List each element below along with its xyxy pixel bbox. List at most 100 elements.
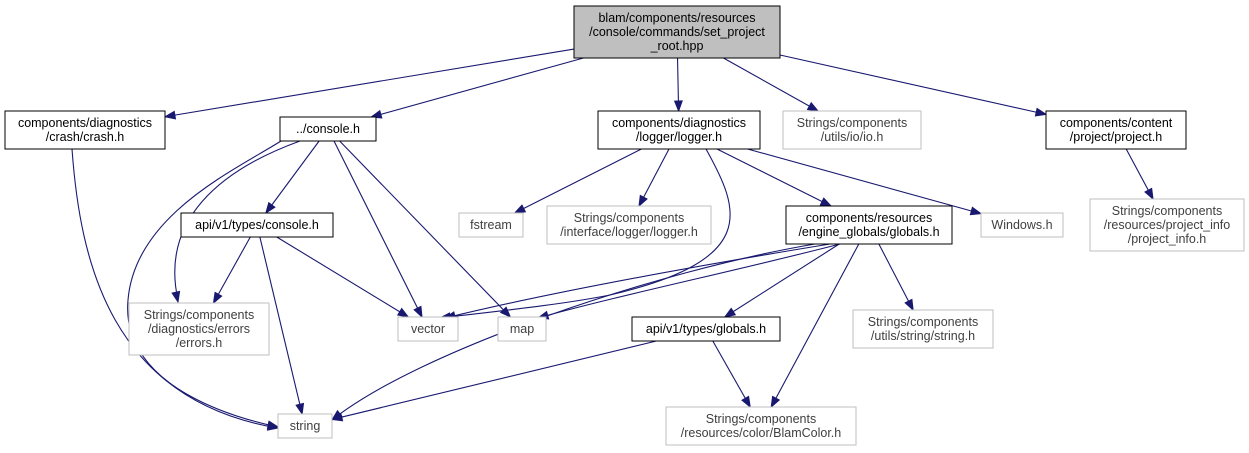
node-label-line: vector	[411, 322, 445, 336]
node-label-line: /utils/io/io.h	[821, 130, 884, 144]
node-box	[573, 5, 781, 59]
node-label-line: fstream	[470, 218, 512, 232]
node-label-line: components/resources	[806, 211, 932, 225]
edge-root-to-crash	[163, 48, 575, 120]
edge-types_globals-to-blamcolor	[712, 340, 751, 409]
node-label-line: components/diagnostics	[18, 116, 152, 130]
node-console[interactable]: ../console.h	[279, 116, 377, 142]
edge-line	[333, 140, 423, 318]
node-box	[852, 309, 994, 349]
arrowhead-icon	[499, 306, 512, 319]
node-blamcolor: Strings/components/resources/color/BlamC…	[665, 406, 857, 446]
node-label-line: /project_info.h	[1128, 232, 1207, 246]
node-box	[597, 110, 761, 150]
node-iface-logger: Strings/components/interface/logger/logg…	[546, 205, 712, 245]
edge-logger-to-windows	[747, 148, 983, 216]
node-label-line: /interface/logger/logger.h	[560, 225, 698, 239]
node-label-line: string	[290, 419, 321, 433]
edge-logger-to-globals	[716, 148, 833, 207]
edge-line	[276, 236, 409, 318]
node-label-line: /diagnostics/errors	[148, 322, 250, 336]
edge-globals-to-map	[536, 243, 841, 320]
arrowhead-icon	[1144, 187, 1154, 201]
edge-root-to-logger	[673, 57, 683, 113]
arrowhead-icon	[266, 420, 280, 430]
arrowhead-icon	[171, 290, 181, 304]
edge-line	[537, 243, 841, 319]
edge-console-to-vector	[333, 140, 423, 319]
edge-console-to-string	[127, 140, 282, 430]
edge-line	[514, 148, 642, 214]
node-box	[180, 212, 334, 238]
edge-line	[331, 243, 816, 421]
node-label-line: _root.hpp	[650, 39, 704, 53]
node-box	[665, 406, 857, 446]
node-root[interactable]: blam/components/resources/console/comman…	[573, 5, 781, 59]
edge-types_console-to-vector	[276, 236, 410, 318]
node-box	[497, 316, 547, 342]
node-label-line: /logger/logger.h	[636, 130, 722, 144]
arrowhead-icon	[638, 194, 648, 208]
arrowhead-icon	[819, 197, 833, 207]
node-label-line: Strings/components	[1112, 204, 1222, 218]
arrowhead-icon	[163, 110, 177, 120]
node-label-line: /resources/color/BlamColor.h	[681, 426, 842, 440]
arrowhead-icon	[369, 109, 383, 119]
node-box	[279, 116, 377, 142]
node-box	[458, 212, 524, 238]
arrowhead-icon	[673, 100, 683, 113]
node-label-line: map	[510, 322, 534, 336]
node-label-line: /console/commands/set_project	[589, 25, 765, 39]
edge-line	[724, 243, 840, 318]
node-errors: Strings/components/diagnostics/errors/er…	[128, 302, 270, 356]
node-label-line: Strings/components	[797, 116, 907, 130]
arrowhead-icon	[212, 291, 223, 305]
arrowhead-icon	[413, 305, 423, 319]
edge-line	[878, 243, 914, 311]
arrowhead-icon	[741, 395, 751, 409]
edge-line	[174, 140, 301, 301]
node-label-line: ../console.h	[296, 122, 360, 136]
edge-globals-to-vector	[443, 243, 831, 320]
node-label-line: /resources/project_info	[1104, 218, 1231, 232]
edge-line	[265, 140, 320, 214]
node-box	[4, 110, 166, 150]
edge-globals-to-types_globals	[723, 243, 840, 318]
edge-line	[779, 54, 1047, 115]
arrowhead-icon	[770, 395, 781, 409]
edges-layer	[71, 48, 1154, 431]
edge-line	[770, 243, 860, 408]
node-label-line: /engine_globals/globals.h	[798, 225, 939, 239]
node-label-line: /errors.h	[176, 336, 223, 350]
edge-root-to-console	[369, 57, 584, 119]
node-project[interactable]: components/content/project/project.h	[1045, 110, 1187, 150]
node-project-info: Strings/components/resources/project_inf…	[1089, 198, 1245, 252]
edge-globals-to-strutil	[878, 243, 914, 312]
node-box	[397, 316, 459, 342]
arrowhead-icon	[513, 204, 527, 214]
node-label-line: Strings/components	[144, 308, 254, 322]
node-io: Strings/components/utils/io/io.h	[782, 110, 922, 150]
edge-line	[339, 140, 511, 318]
edge-line	[444, 243, 831, 319]
node-windows: Windows.h	[980, 212, 1064, 238]
node-globals[interactable]: components/resources/engine_globals/glob…	[785, 205, 953, 245]
edge-line	[638, 148, 670, 207]
arrowhead-icon	[806, 101, 820, 112]
edge-types_console-to-string	[259, 236, 305, 416]
edge-console-to-types_console	[265, 140, 320, 215]
edge-line	[164, 48, 575, 118]
edge-line	[723, 57, 819, 112]
arrowhead-icon	[396, 307, 410, 318]
node-crash[interactable]: components/diagnostics/crash/crash.h	[4, 110, 166, 150]
node-logger[interactable]: components/diagnostics/logger/logger.h	[597, 110, 761, 150]
arrowhead-icon	[969, 206, 983, 216]
arrowhead-icon	[904, 298, 914, 312]
node-label-line: api/v1/types/globals.h	[646, 322, 766, 336]
node-label-line: Strings/components	[706, 412, 816, 426]
node-types-console[interactable]: api/v1/types/console.h	[180, 212, 334, 238]
edge-console-to-errors	[171, 140, 301, 304]
edge-line	[331, 340, 657, 421]
node-types-globals[interactable]: api/v1/types/globals.h	[631, 316, 781, 342]
node-vector: vector	[397, 316, 459, 342]
